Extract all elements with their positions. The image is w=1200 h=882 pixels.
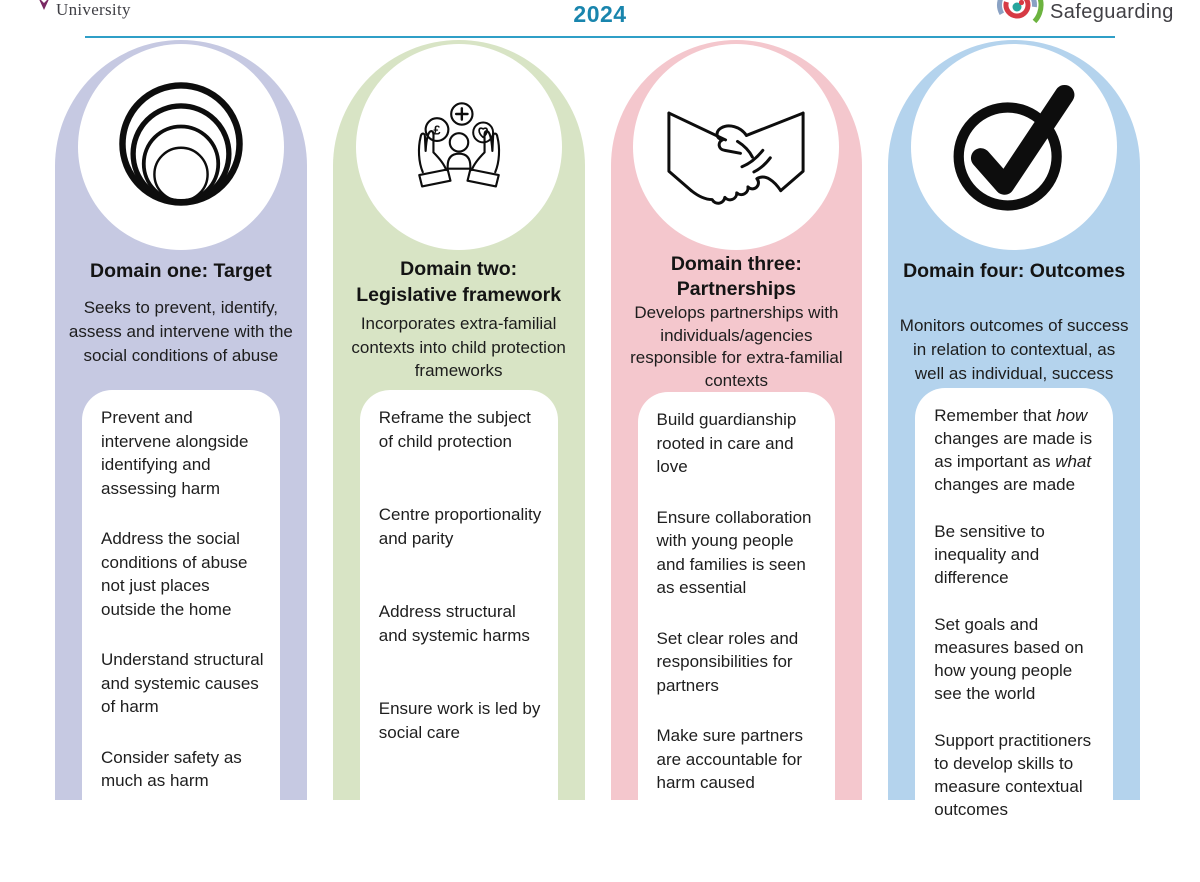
safeguarding-logo-text: Safeguarding bbox=[1050, 1, 1174, 23]
bullet: Understand structural and systemic cause… bbox=[101, 650, 264, 716]
bullet: Support practitioners to develop skills … bbox=[934, 731, 1092, 819]
domain-four-column: Domain four: Outcomes Monitors outcomes … bbox=[888, 40, 1140, 878]
bullet: Set goals and measures based on how youn… bbox=[934, 615, 1084, 703]
year-title: 2024 bbox=[573, 1, 627, 27]
header-divider bbox=[85, 36, 1115, 38]
bullet: Set clear roles and responsibilities for… bbox=[656, 628, 799, 695]
bullet: Reframe the subject of child protection bbox=[378, 408, 531, 451]
bullet: Remember that how changes are made is as… bbox=[934, 406, 1093, 494]
domain-four-icon-circle bbox=[911, 44, 1118, 250]
safeguarding-swirl-icon bbox=[990, 0, 1044, 32]
domain-one-title: Domain one: Target bbox=[90, 260, 272, 282]
bullet: Make sure partners are accountable for h… bbox=[656, 726, 803, 792]
university-logo-text: University bbox=[56, 0, 131, 19]
domain-one-card: Prevent and intervene alongside identify… bbox=[82, 390, 280, 880]
domain-three-column: Domain three: Partnerships Develops part… bbox=[610, 40, 863, 882]
bullet: Consider safety as much as harm bbox=[101, 747, 242, 791]
bullet: Be sensitive to inequality and differenc… bbox=[934, 522, 1045, 587]
checkmark-circle-icon bbox=[953, 84, 1075, 211]
bullet: Centre proportionality and parity bbox=[378, 505, 542, 548]
domain-one-subtitle: Seeks to prevent, identify, assess and i… bbox=[68, 298, 293, 365]
domain-one-icon-circle bbox=[77, 44, 284, 250]
domain-two-column: £ Domain two: Legislative framework Inco… bbox=[332, 40, 585, 880]
bullet: Build guardianship rooted in care and lo… bbox=[656, 410, 797, 476]
caring-hands-icon: £ bbox=[417, 102, 500, 188]
domain-two-title: Domain two: Legislative framework bbox=[356, 258, 562, 306]
domain-one-column: Domain one: Target Seeks to prevent, ide… bbox=[55, 40, 307, 880]
bullet: Address structural and systemic harms bbox=[378, 602, 530, 645]
domain-two-icon-circle: £ bbox=[355, 44, 562, 250]
domain-four-subtitle: Monitors outcomes of success in relation… bbox=[899, 316, 1129, 383]
domain-two-subtitle: Incorporates extra-familial contexts int… bbox=[351, 314, 566, 380]
bullet: Ensure collaboration with young people a… bbox=[656, 507, 812, 598]
domain-three-icon-circle bbox=[633, 44, 840, 250]
domain-four-card: Remember that how changes are made is as… bbox=[915, 388, 1113, 878]
domains-row: Domain one: Target Seeks to prevent, ide… bbox=[55, 40, 1140, 882]
svg-text:£: £ bbox=[433, 123, 440, 138]
bullet: Prevent and intervene alongside identify… bbox=[101, 408, 249, 498]
university-logo-icon bbox=[39, 0, 49, 10]
bullet: Address the social conditions of abuse n… bbox=[101, 529, 248, 619]
domain-three-title: Domain three: Partnerships bbox=[670, 253, 802, 300]
domain-three-subtitle: Develops partnerships with individuals/a… bbox=[630, 303, 843, 390]
handshake-icon bbox=[667, 111, 805, 205]
concentric-circles-target-icon bbox=[119, 82, 243, 206]
bullet: Ensure work is led by social care bbox=[378, 699, 541, 742]
domain-two-card: Reframe the subject of child protection … bbox=[359, 390, 558, 880]
domain-three-card: Build guardianship rooted in care and lo… bbox=[637, 392, 836, 882]
domain-four-title: Domain four: Outcomes bbox=[903, 260, 1126, 282]
